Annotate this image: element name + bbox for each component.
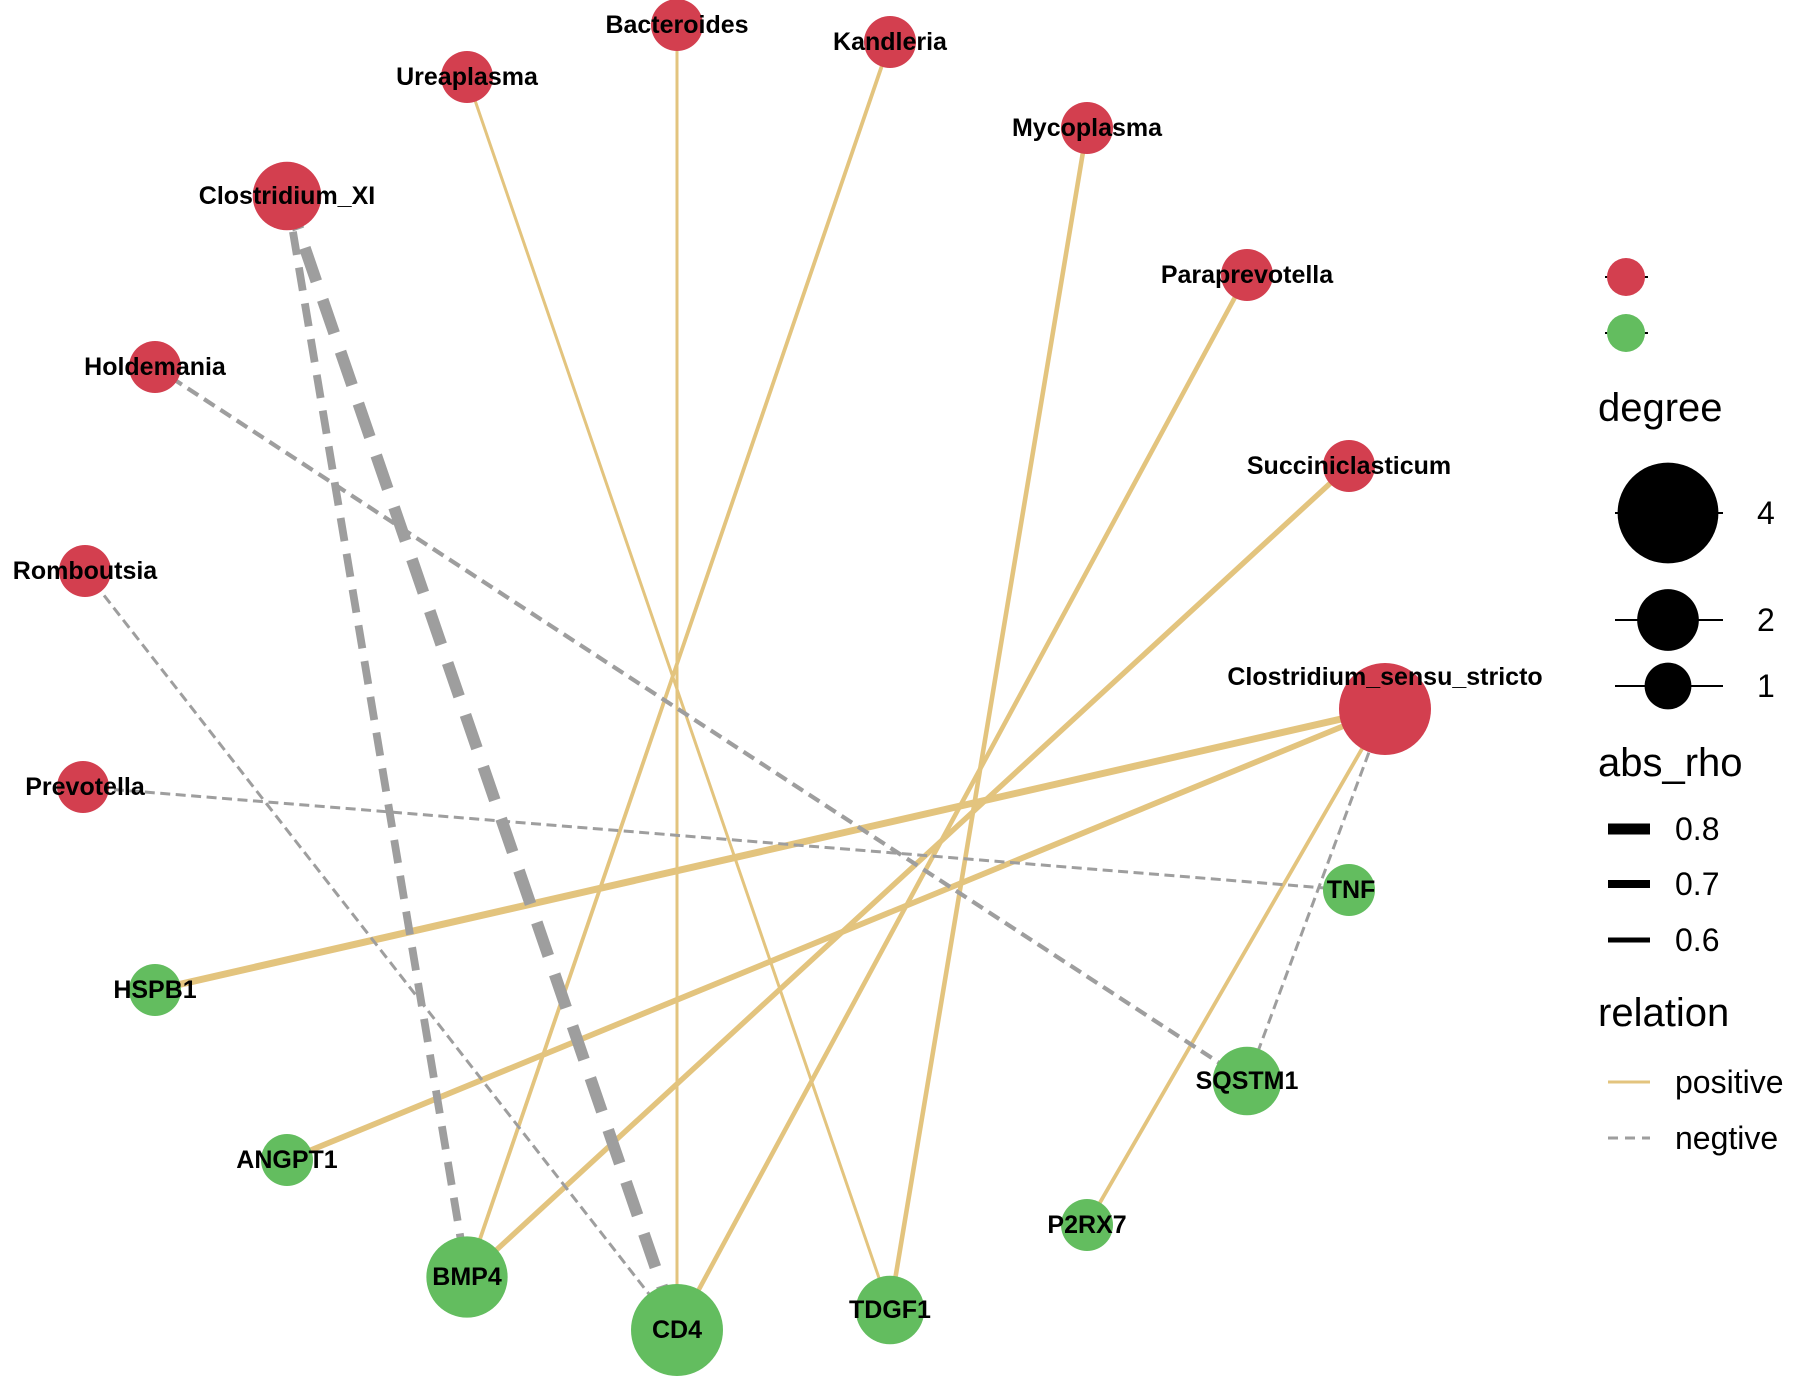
labels-layer: BacteroidesKandleriaUreaplasmaMycoplasma…	[13, 11, 1543, 1344]
node-label-Mycoplasma: Mycoplasma	[1012, 114, 1163, 142]
legend-rho-label-0.8: 0.8	[1675, 811, 1719, 847]
edge-Clostridium_sensu_stricto-P2RX7	[1085, 708, 1387, 1226]
edge-Ureaplasma-TDGF1	[465, 76, 892, 1311]
legend-degree-circle-4	[1617, 462, 1719, 564]
node-Romboutsia[interactable]	[59, 545, 111, 597]
legend-abs-rho-items: 0.8 0.7 0.6	[1608, 811, 1719, 958]
node-TDGF1[interactable]	[855, 1275, 925, 1345]
legend-degree-title: degree	[1598, 386, 1723, 430]
legend-rho-label-0.6: 0.6	[1675, 922, 1719, 958]
node-Ureaplasma[interactable]	[441, 51, 493, 103]
node-label-Bacteroides: Bacteroides	[605, 11, 748, 39]
node-ANGPT1[interactable]	[261, 1134, 313, 1186]
legend-abs-rho-title: abs_rho	[1598, 741, 1743, 785]
legend-degree-circle-2	[1637, 589, 1699, 651]
legend-degree-items: 4 2 1	[1615, 462, 1775, 710]
edge-Clostridium_sensu_stricto-HSPB1	[154, 705, 1386, 994]
node-Clostridium_XI[interactable]	[252, 161, 322, 231]
node-Clostridium_sensu_stricto[interactable]	[1339, 663, 1431, 755]
node-label-Succiniclasticum: Succiniclasticum	[1247, 452, 1451, 480]
node-label-Paraprevotella: Paraprevotella	[1161, 261, 1334, 289]
edge-Holdemania-SQSTM1	[153, 365, 1249, 1083]
legend-relation-title: relation	[1598, 991, 1729, 1035]
node-Paraprevotella[interactable]	[1221, 249, 1273, 301]
node-label-TNF: TNF	[1327, 876, 1376, 904]
legend-degree-label-4: 4	[1757, 495, 1775, 531]
node-label-P2RX7: P2RX7	[1047, 1211, 1126, 1239]
node-label-Clostridium_sensu_stricto: Clostridium_sensu_stricto	[1227, 663, 1542, 691]
legend-degree-label-2: 2	[1757, 602, 1775, 638]
node-Succiniclasticum[interactable]	[1323, 440, 1375, 492]
node-label-CD4: CD4	[652, 1316, 702, 1344]
node-label-ANGPT1: ANGPT1	[236, 1146, 338, 1174]
node-label-TDGF1: TDGF1	[849, 1296, 931, 1324]
node-HSPB1[interactable]	[129, 964, 181, 1016]
legend-relation-label-negative: negtive	[1675, 1120, 1778, 1156]
legend-rho-label-0.7: 0.7	[1675, 866, 1719, 902]
node-label-Holdemania: Holdemania	[84, 353, 227, 381]
node-label-Romboutsia: Romboutsia	[13, 557, 159, 585]
edge-Clostridium_XI-BMP4	[283, 195, 471, 1278]
legend: degree 4 2 1 abs_rho 0.8 0.7 0.6 relation po…	[1598, 258, 1784, 1156]
node-label-Ureaplasma: Ureaplasma	[396, 63, 539, 91]
edge-Kandleria-BMP4	[465, 41, 892, 1278]
nodes-layer	[57, 0, 1431, 1376]
node-BMP4[interactable]	[426, 1236, 508, 1318]
node-Holdemania[interactable]	[129, 341, 181, 393]
node-label-BMP4: BMP4	[432, 1263, 502, 1291]
legend-genus-swatch	[1607, 258, 1645, 296]
node-label-SQSTM1: SQSTM1	[1196, 1067, 1299, 1095]
edge-Succiniclasticum-BMP4	[465, 464, 1351, 1279]
node-TNF[interactable]	[1323, 864, 1375, 916]
legend-relation-label-positive: positive	[1675, 1064, 1784, 1100]
edge-Clostridium_sensu_stricto-SQSTM1	[1245, 708, 1387, 1082]
node-SQSTM1[interactable]	[1212, 1046, 1282, 1116]
node-Bacteroides[interactable]	[651, 0, 703, 51]
edge-Clostridium_XI-CD4	[281, 194, 683, 1332]
edges-layer	[82, 25, 1387, 1332]
legend-degree-label-1: 1	[1757, 668, 1775, 704]
node-label-Prevotella: Prevotella	[25, 773, 146, 801]
node-CD4[interactable]	[631, 1284, 723, 1376]
node-Mycoplasma[interactable]	[1061, 102, 1113, 154]
node-label-Clostridium_XI: Clostridium_XI	[199, 182, 375, 210]
edge-Clostridium_sensu_stricto-ANGPT1	[285, 706, 1387, 1163]
node-P2RX7[interactable]	[1061, 1199, 1113, 1251]
node-label-HSPB1: HSPB1	[113, 976, 196, 1004]
edge-Romboutsia-CD4	[83, 570, 679, 1331]
node-label-Kandleria: Kandleria	[833, 28, 948, 56]
edge-Prevotella-TNF	[82, 785, 1350, 892]
legend-type-genus	[1605, 258, 1648, 296]
legend-relation-items: positive negtive	[1608, 1064, 1784, 1156]
legend-degree-circle-1	[1644, 662, 1692, 710]
edge-Mycoplasma-TDGF1	[887, 127, 1090, 1311]
legend-type-gene	[1605, 314, 1648, 352]
legend-gene-swatch	[1607, 314, 1645, 352]
node-Kandleria[interactable]	[864, 16, 916, 68]
node-Prevotella[interactable]	[57, 761, 109, 813]
